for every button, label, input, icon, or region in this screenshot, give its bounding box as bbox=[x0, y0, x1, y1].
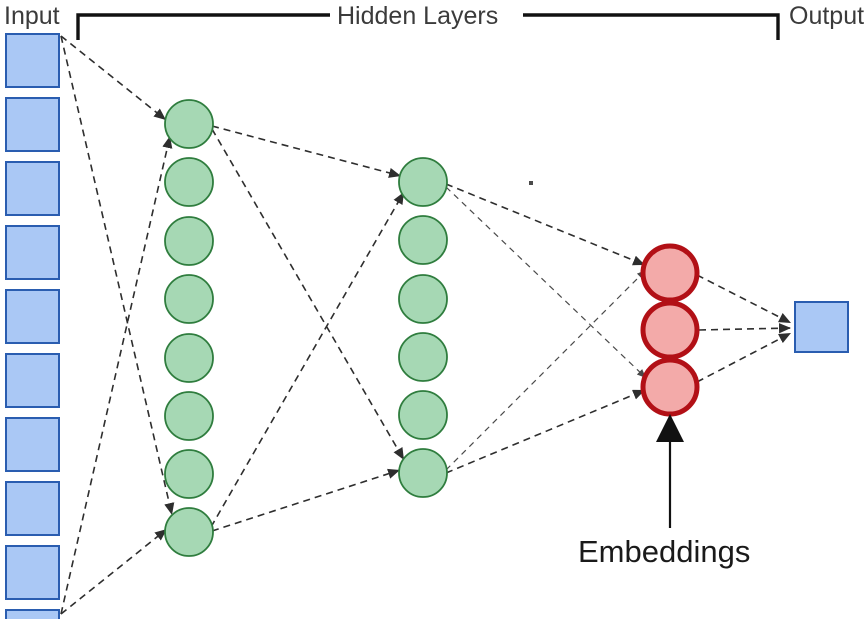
input-node[interactable] bbox=[5, 545, 60, 600]
hidden-node[interactable] bbox=[398, 274, 448, 324]
bracket-right-segment bbox=[523, 13, 780, 40]
layer-hidden-2 bbox=[398, 157, 448, 498]
edge bbox=[211, 468, 401, 532]
embedding-node[interactable] bbox=[640, 357, 700, 417]
label-embeddings: Embeddings bbox=[578, 534, 750, 569]
embedding-node[interactable] bbox=[640, 243, 700, 303]
layer-hidden-1 bbox=[164, 99, 214, 557]
arrow-head bbox=[656, 414, 684, 442]
label-input: Input bbox=[4, 2, 60, 30]
hidden-node[interactable] bbox=[398, 157, 448, 207]
edges-input-to-hidden1 bbox=[60, 35, 175, 615]
layer-embeddings bbox=[640, 243, 700, 417]
bracket-left-segment bbox=[76, 13, 330, 40]
edge bbox=[445, 389, 646, 474]
layer-input bbox=[5, 33, 60, 619]
input-node[interactable] bbox=[5, 609, 60, 619]
input-node[interactable] bbox=[5, 289, 60, 344]
input-node[interactable] bbox=[5, 225, 60, 280]
edge bbox=[60, 35, 167, 121]
label-output: Output bbox=[789, 2, 864, 30]
label-hidden-layers: Hidden Layers bbox=[337, 2, 498, 30]
hidden-node[interactable] bbox=[398, 215, 448, 265]
hidden-node[interactable] bbox=[164, 449, 214, 499]
hidden-node[interactable] bbox=[164, 99, 214, 149]
edge bbox=[445, 183, 646, 266]
hidden-node[interactable] bbox=[398, 332, 448, 382]
embeddings-annotation-arrow bbox=[656, 414, 684, 528]
edge bbox=[211, 128, 405, 461]
hidden-node[interactable] bbox=[164, 157, 214, 207]
input-node[interactable] bbox=[5, 481, 60, 536]
layer-output bbox=[794, 301, 849, 353]
hidden-node[interactable] bbox=[164, 216, 214, 266]
hidden-node[interactable] bbox=[398, 448, 448, 498]
edge bbox=[60, 35, 175, 516]
input-node[interactable] bbox=[5, 97, 60, 152]
edges-embeddings-to-output bbox=[696, 274, 792, 383]
hidden-layers-bracket bbox=[76, 13, 780, 40]
edge bbox=[445, 186, 647, 379]
edge bbox=[698, 323, 792, 334]
input-node[interactable] bbox=[5, 417, 60, 472]
edge bbox=[60, 528, 168, 615]
edges-hidden1-to-hidden2 bbox=[210, 125, 405, 532]
edge bbox=[445, 269, 647, 471]
edges-hidden2-to-embeddings bbox=[445, 183, 647, 474]
edge bbox=[696, 274, 792, 324]
edge bbox=[210, 191, 405, 528]
edge bbox=[60, 135, 173, 615]
input-node[interactable] bbox=[5, 353, 60, 408]
hidden-node[interactable] bbox=[164, 507, 214, 557]
output-node[interactable] bbox=[794, 301, 849, 353]
hidden-node[interactable] bbox=[164, 274, 214, 324]
input-node[interactable] bbox=[5, 33, 60, 88]
embedding-node[interactable] bbox=[640, 300, 700, 360]
input-node[interactable] bbox=[5, 161, 60, 216]
hidden-node[interactable] bbox=[398, 390, 448, 440]
hidden-node[interactable] bbox=[164, 333, 214, 383]
edge bbox=[211, 125, 402, 178]
edge bbox=[696, 332, 792, 383]
hidden-node[interactable] bbox=[164, 391, 214, 441]
stray-dash-artifact bbox=[529, 181, 533, 185]
